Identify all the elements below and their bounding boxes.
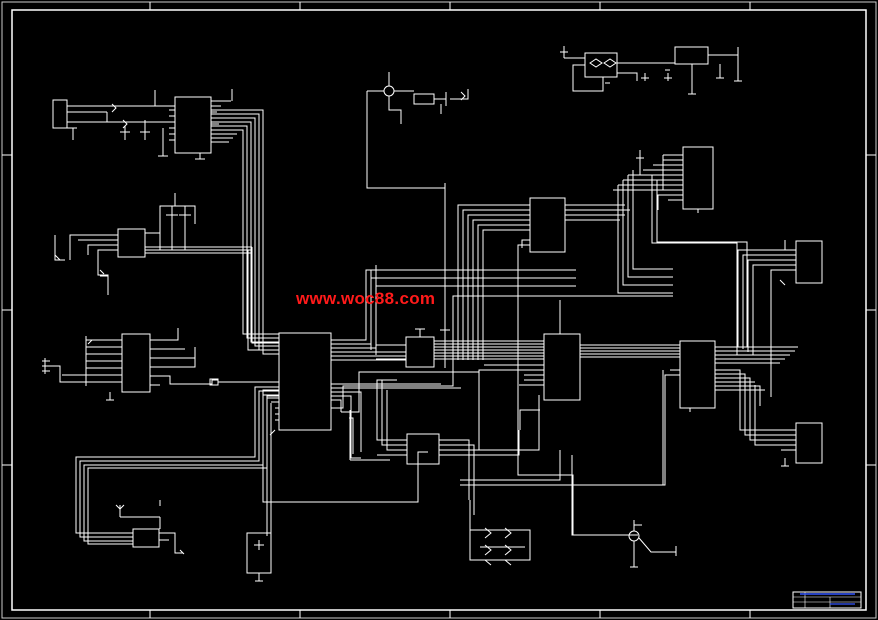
misc-wiring (349, 183, 664, 485)
ic-center-right-top (457, 175, 748, 536)
transistor-icon (383, 85, 395, 97)
transistor-bottom-right (571, 455, 677, 568)
ic-left-dip (42, 328, 279, 401)
ic-center-lower (376, 379, 540, 566)
watermark-text: www.woc88.com (296, 289, 436, 308)
connector-right-lower (739, 370, 823, 467)
ic-bottom-left (75, 386, 279, 555)
bus-top-left (211, 89, 279, 355)
connector-right-mid (737, 240, 823, 397)
ic-center-upper (376, 328, 544, 368)
connector-right-upper (613, 146, 714, 294)
resistor-icon (413, 93, 435, 105)
ic-right (460, 340, 798, 486)
ic-top-left (169, 96, 241, 160)
connector-block-top-left (52, 90, 175, 157)
ic-center-right-mid (478, 333, 680, 450)
transistor-icon (628, 530, 640, 542)
transistor-top-center (366, 72, 469, 368)
title-block (792, 591, 862, 609)
ic-left-middle (54, 193, 279, 351)
power-supply-top-right (560, 46, 742, 95)
